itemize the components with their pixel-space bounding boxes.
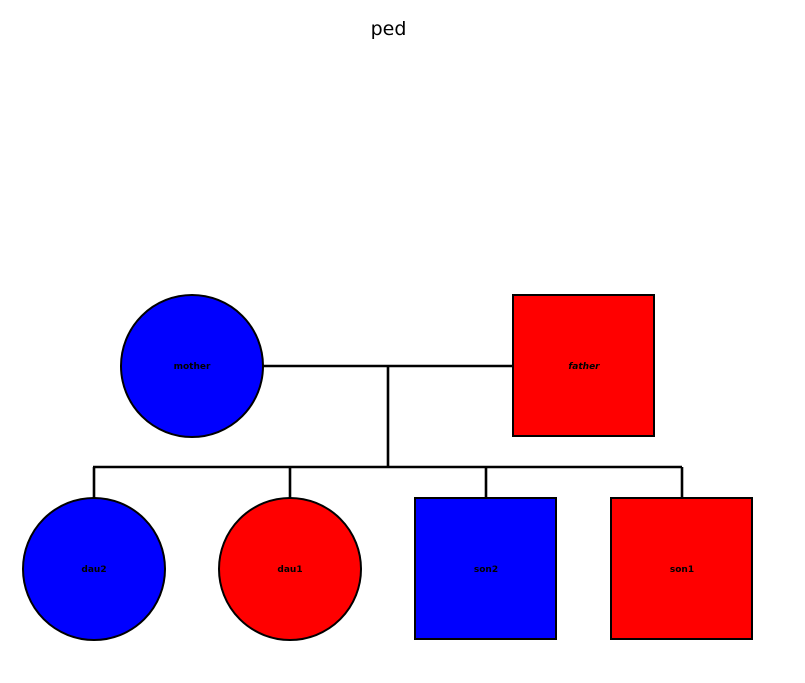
male-symbol — [414, 497, 557, 640]
female-symbol — [218, 497, 362, 641]
male-symbol — [512, 294, 655, 437]
diagram-title: ped — [370, 18, 407, 40]
female-symbol — [120, 294, 264, 438]
individual-son1: son1 — [610, 497, 753, 640]
individual-label: dau2 — [81, 565, 106, 575]
individual-mother: mother — [120, 294, 264, 438]
individual-label: son2 — [474, 565, 498, 575]
individual-label: son1 — [670, 565, 694, 575]
individual-label: father — [568, 362, 600, 372]
individual-label: dau1 — [277, 565, 302, 575]
individual-label: mother — [174, 362, 211, 372]
male-symbol — [610, 497, 753, 640]
individual-son2: son2 — [414, 497, 557, 640]
female-symbol — [22, 497, 166, 641]
individual-dau2: dau2 — [22, 497, 166, 641]
individual-father: father — [512, 294, 655, 437]
individual-dau1: dau1 — [218, 497, 362, 641]
